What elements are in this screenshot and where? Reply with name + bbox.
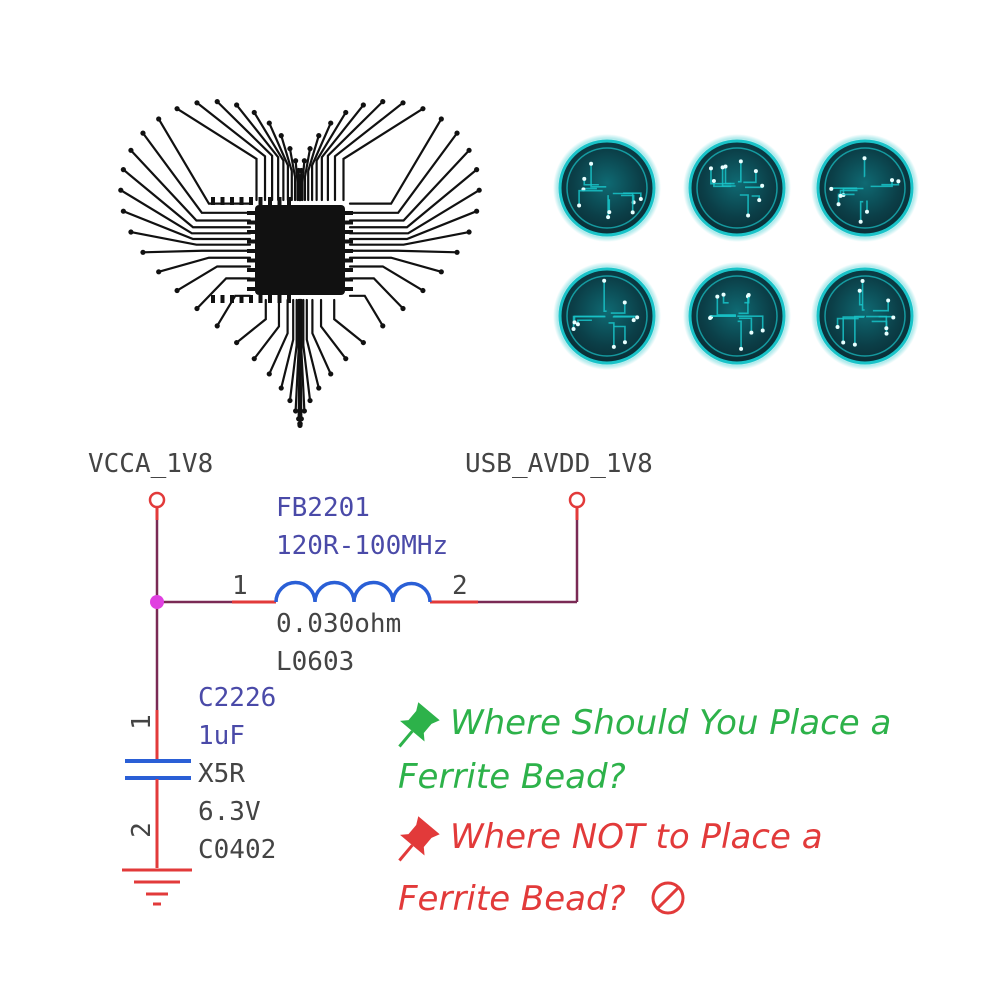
ferrite-ref: FB2201 xyxy=(276,493,370,523)
cap-voltage: 6.3V xyxy=(198,797,261,827)
cap-package: C0402 xyxy=(198,835,276,865)
ferrite-coil-icon xyxy=(274,580,432,603)
wires xyxy=(155,520,579,710)
ferrite-value: 120R-100MHz xyxy=(276,531,448,561)
question-where-line2: Ferrite Bead? xyxy=(398,757,626,797)
power-port-vcca xyxy=(148,491,166,520)
ferrite-package: L0603 xyxy=(276,647,354,677)
cap-dielectric: X5R xyxy=(198,759,245,789)
circuit-coin-icon xyxy=(683,262,791,370)
ferrite-pin2: 2 xyxy=(452,571,468,601)
question-where-line1: Where Should You Place a xyxy=(450,703,891,743)
circuit-coin-icon xyxy=(811,134,919,242)
net-label-usb-avdd: USB_AVDD_1V8 xyxy=(465,449,653,479)
question-where-not-line2: Ferrite Bead? xyxy=(398,879,626,919)
circuit-coin-icon xyxy=(683,134,791,242)
junction-dot xyxy=(150,595,164,609)
capacitor-symbol xyxy=(125,710,191,850)
circuit-coin-icon xyxy=(553,134,661,242)
cap-value: 1uF xyxy=(198,721,245,751)
pushpin-green-icon xyxy=(398,702,440,748)
cap-ref: C2226 xyxy=(198,683,276,713)
power-port-usb-avdd xyxy=(568,491,586,520)
question-where-not-line1: Where NOT to Place a xyxy=(450,817,823,857)
net-label-vcca: VCCA_1V8 xyxy=(88,449,213,479)
ground-icon xyxy=(122,850,192,906)
cap-pin2: 2 xyxy=(127,822,157,838)
ferrite-resistance: 0.030ohm xyxy=(276,609,401,639)
prohibited-icon xyxy=(651,881,685,915)
cap-pin1: 1 xyxy=(127,714,157,730)
circuit-coin-icon xyxy=(811,262,919,370)
pushpin-red-icon xyxy=(398,816,440,862)
ferrite-pin1: 1 xyxy=(232,571,248,601)
chip-body xyxy=(211,197,353,303)
circuit-coin-icon xyxy=(553,262,661,370)
